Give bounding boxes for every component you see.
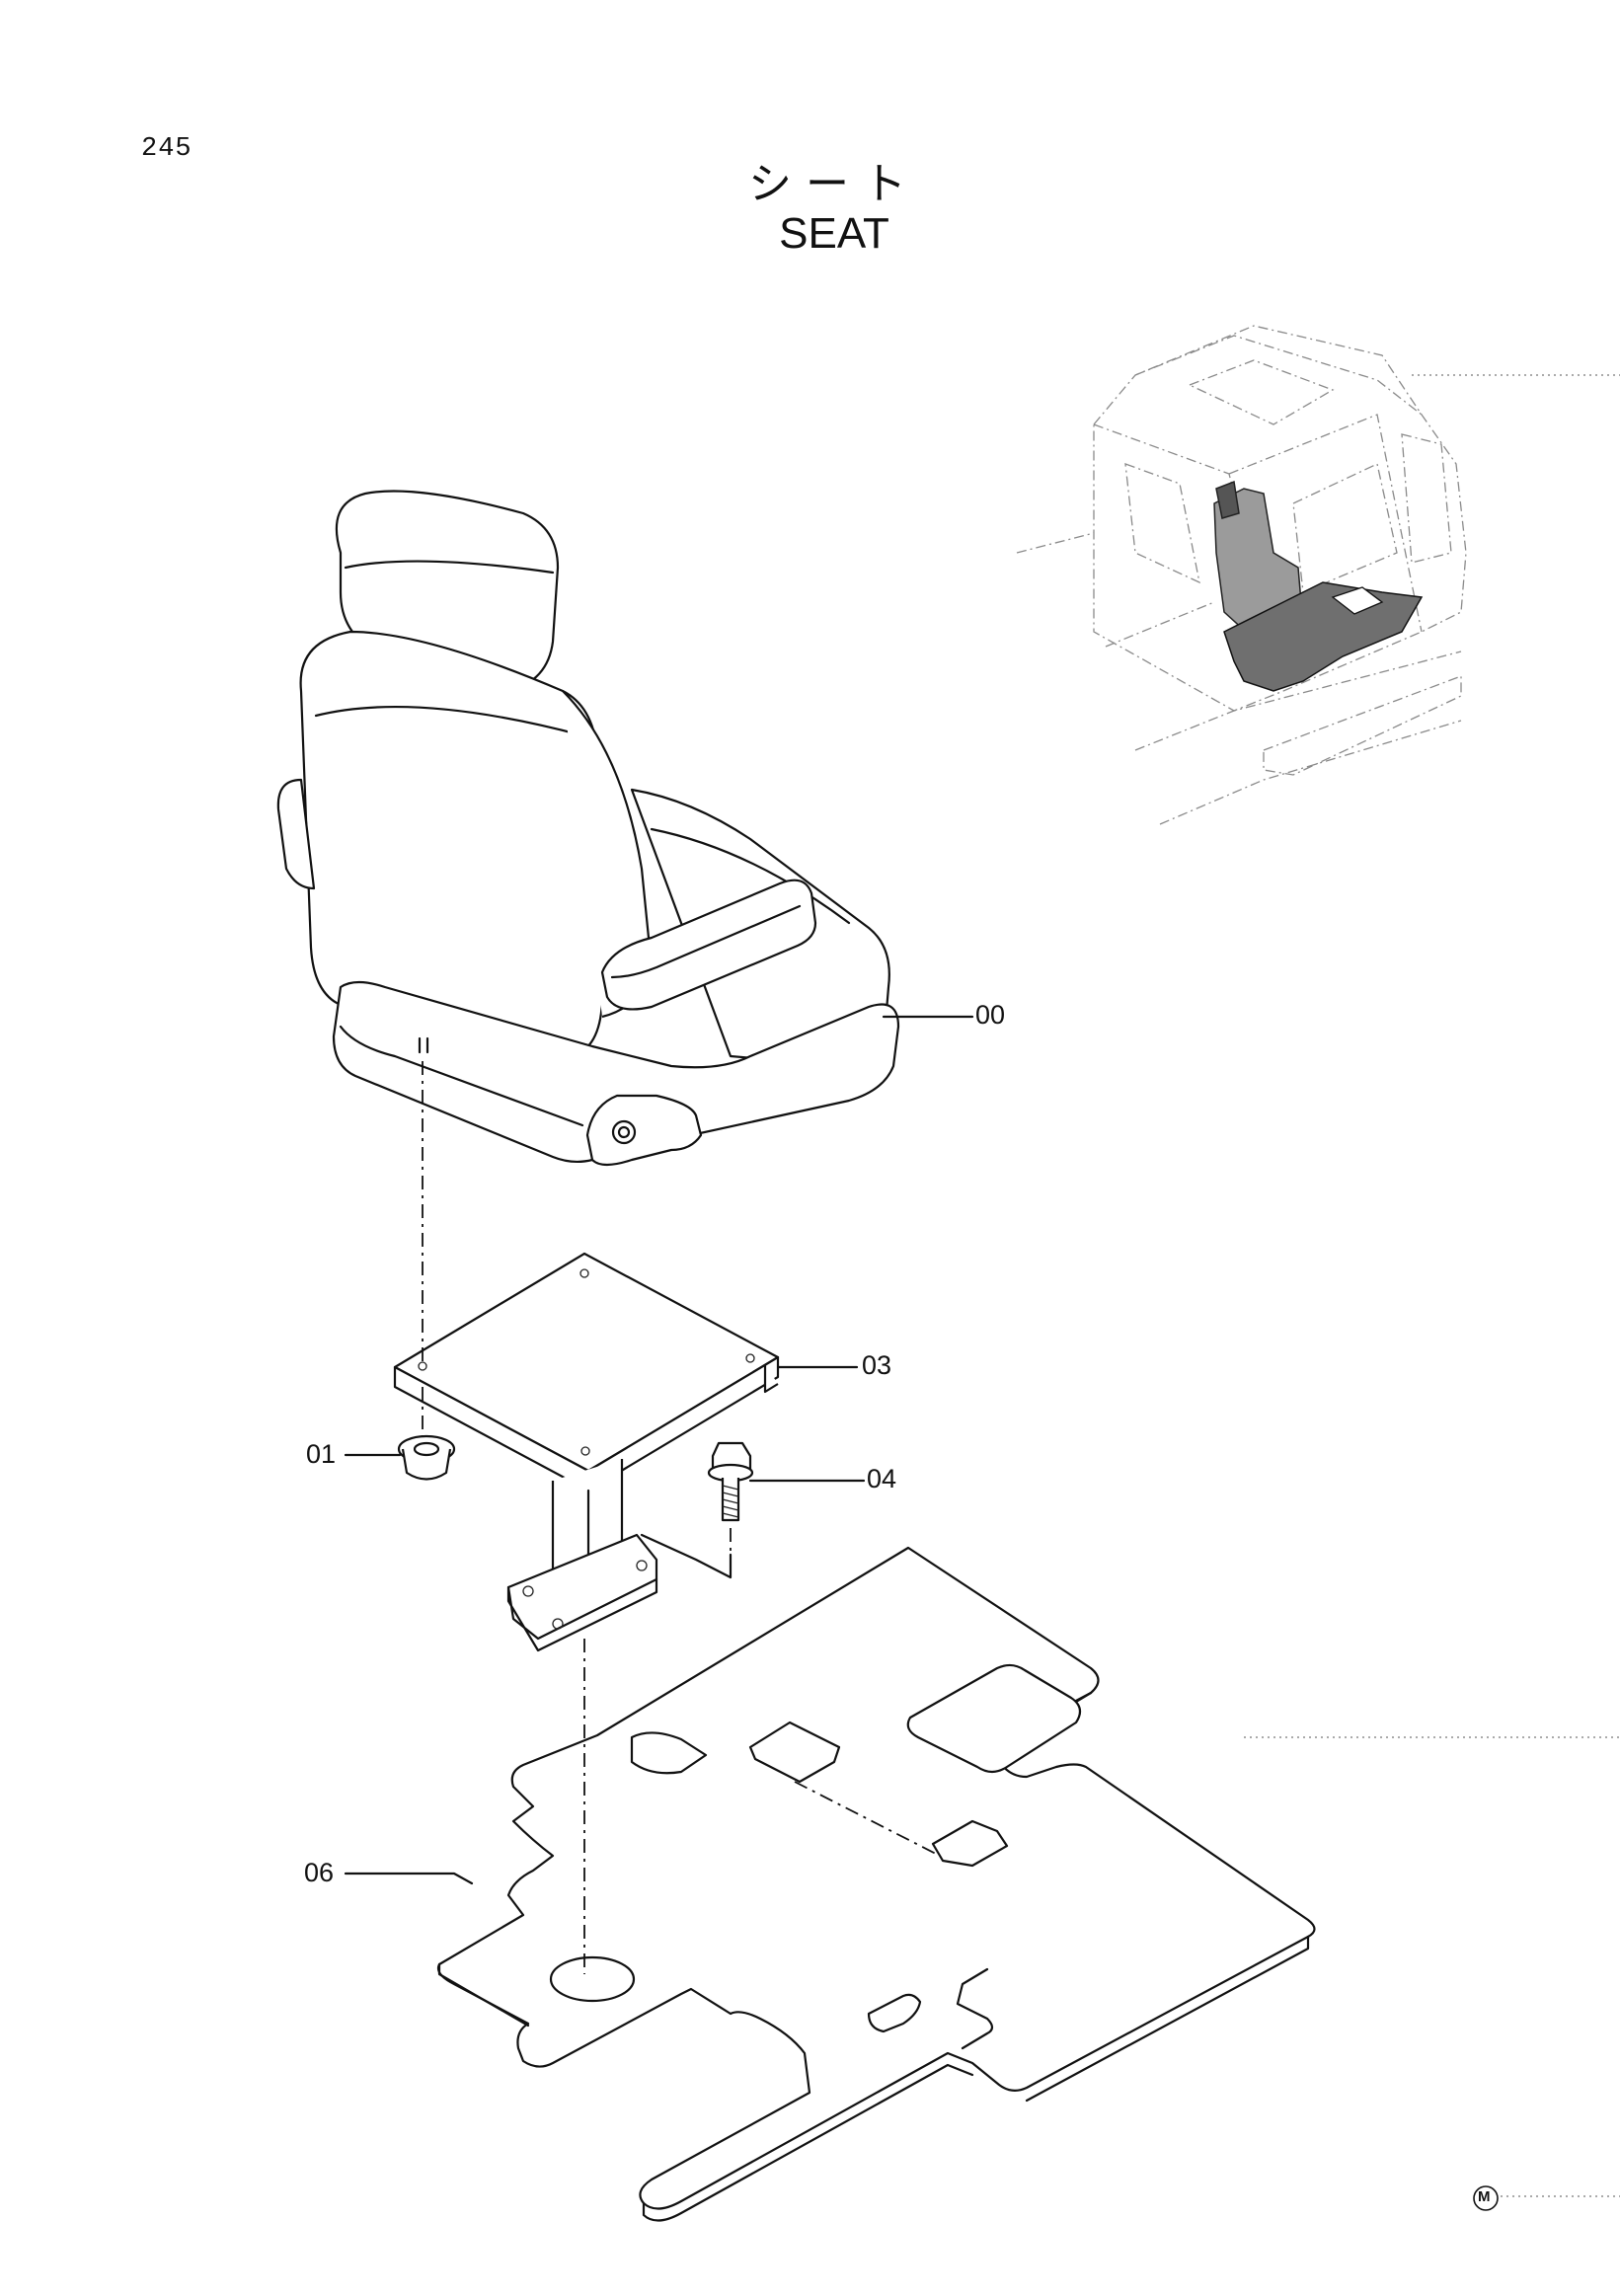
- part-label-01: 01: [306, 1439, 337, 1469]
- cab-location-inset: [1016, 325, 1620, 825]
- title-japanese: シート: [748, 159, 920, 209]
- bolt-drawing: [707, 1441, 754, 1522]
- part-label-00: 00: [975, 1000, 1006, 1030]
- part-label-04: 04: [867, 1464, 897, 1493]
- footer-circle-mark: [1473, 2185, 1499, 2211]
- floor-mat-drawing: [436, 1546, 1620, 2222]
- seat-assembly-drawing: [276, 490, 900, 1167]
- nut-drawing: [397, 1434, 456, 1481]
- leader-line-06: [344, 1872, 474, 1885]
- part-label-03: 03: [862, 1350, 892, 1380]
- footer-mark: M: [1478, 2188, 1491, 2205]
- page-number: 245: [141, 134, 193, 164]
- part-label-06: 06: [304, 1858, 335, 1887]
- title-english: SEAT: [779, 209, 889, 258]
- seat-stand-drawing: [393, 1252, 780, 1652]
